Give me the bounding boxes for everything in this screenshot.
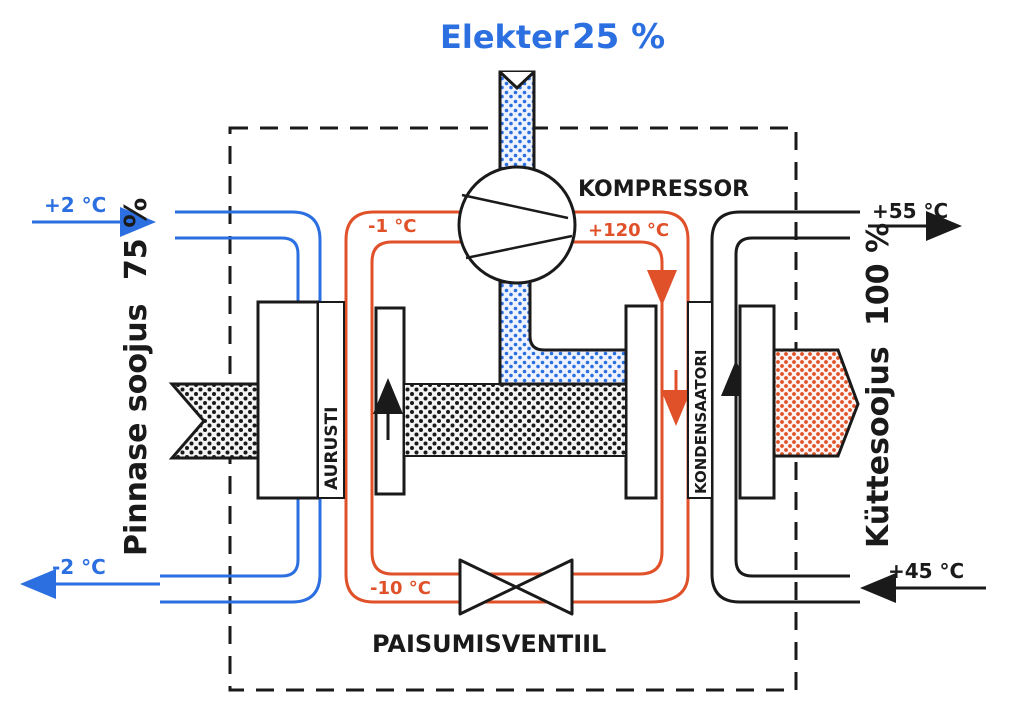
evaporator-outer-plate: [256, 300, 320, 500]
valve-out-temp: -10 °C: [370, 578, 431, 599]
heating-heat-label: Küttesoojus: [861, 346, 896, 548]
ground-heat-arrow: [168, 382, 260, 460]
evaporator-inner-plate: [374, 306, 406, 496]
refrigerant-loop-outer: [344, 210, 690, 604]
electric-input-notch: [498, 70, 536, 91]
compressed-gas-pipe: [498, 280, 628, 386]
ground-heat-percent: 75 %: [119, 198, 154, 280]
condenser-label: KONDENSAATORI: [692, 350, 710, 494]
heat-out-temp: +55 °C: [872, 199, 948, 223]
electricity-percent: 25 %: [572, 17, 665, 57]
ground-in-temp: +2 °C: [44, 193, 106, 217]
condenser-inner-plate: [624, 304, 658, 500]
compressor-icon: [457, 165, 577, 285]
ground-out-temp: -2 °C: [52, 555, 106, 579]
ground-heat-label: Pinnase soojus: [119, 304, 154, 556]
comp-out-temp: +120 °C: [588, 220, 669, 241]
condenser-label-box: [687, 301, 713, 499]
compressor-blade-2: [465, 234, 573, 260]
heating-heat-arrow: [772, 348, 860, 458]
refrigerant-loop-inner: [370, 240, 664, 576]
expansion-valve-label: PAISUMISVENTIIL: [372, 630, 606, 658]
electricity-label: Elekter: [440, 18, 569, 56]
compressor-blade-1: [461, 193, 569, 220]
expansion-valve-icon: [458, 558, 574, 616]
compressor-label: KOMPRESSOR: [578, 177, 749, 202]
heat-transfer-bar: [403, 383, 627, 457]
condenser-outer-plate: [738, 304, 776, 500]
heat-in-temp: +45 °C: [888, 559, 964, 583]
evap-out-temp: -1 °C: [368, 216, 416, 237]
evaporator-label: AURUSTI: [322, 407, 342, 491]
evaporator-label-box: [317, 301, 345, 499]
heating-heat-percent: 100 %: [861, 223, 896, 326]
